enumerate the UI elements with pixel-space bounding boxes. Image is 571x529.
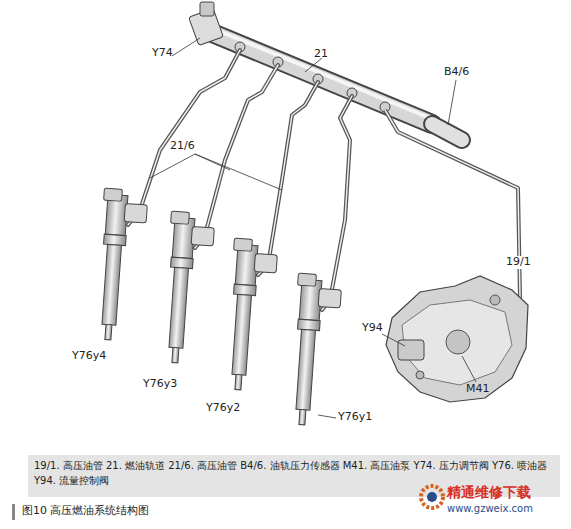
callout-number: 21/6 xyxy=(170,140,195,153)
callout-number: Y76y1 xyxy=(338,411,372,424)
callout-number: Y76y2 xyxy=(206,402,240,415)
watermark: www.gzweix.com xyxy=(447,503,533,515)
callout-number: Y74 xyxy=(152,47,173,60)
callout-number: Y76y4 xyxy=(72,350,106,363)
figure-caption: 图10 高压燃油系统结构图 xyxy=(22,505,150,518)
callout-number: 19/1 xyxy=(505,256,532,269)
callout-number: Y76y3 xyxy=(143,378,177,391)
callout-number: Y94 xyxy=(362,322,383,335)
callout-number: M41 xyxy=(466,383,490,396)
callout-number: 21 xyxy=(314,48,328,61)
parts-list: 19/1. 高压油管 21. 燃油轨道 21/6. 高压油管 B4/6. 油轨压… xyxy=(34,458,554,488)
watermark: 精通维修下载 xyxy=(447,484,531,500)
callout-number: B4/6 xyxy=(444,66,469,79)
